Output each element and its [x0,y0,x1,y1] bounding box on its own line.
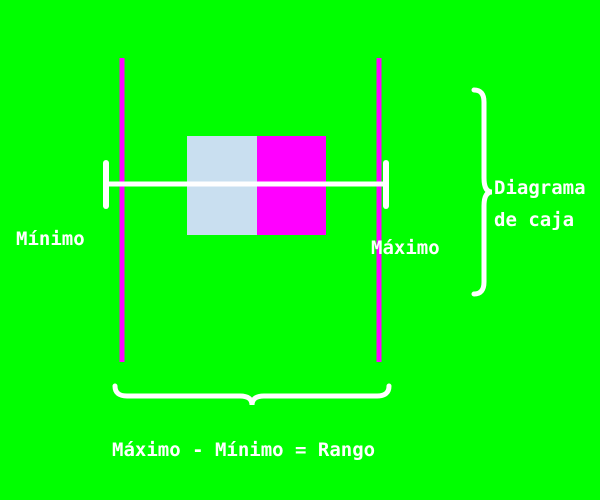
box-diagram-label: Diagrama de caja [494,172,586,236]
box-diagram-brace [471,87,493,297]
range-brace [112,383,392,406]
box-diagram-label-line1: Diagrama [494,177,586,199]
maximum-label: Máximo [371,237,440,259]
box-diagram-label-line2: de caja [494,209,575,231]
minimum-label: Mínimo [16,228,85,250]
range-formula-label: Máximo - Mínimo = Rango [112,439,376,461]
